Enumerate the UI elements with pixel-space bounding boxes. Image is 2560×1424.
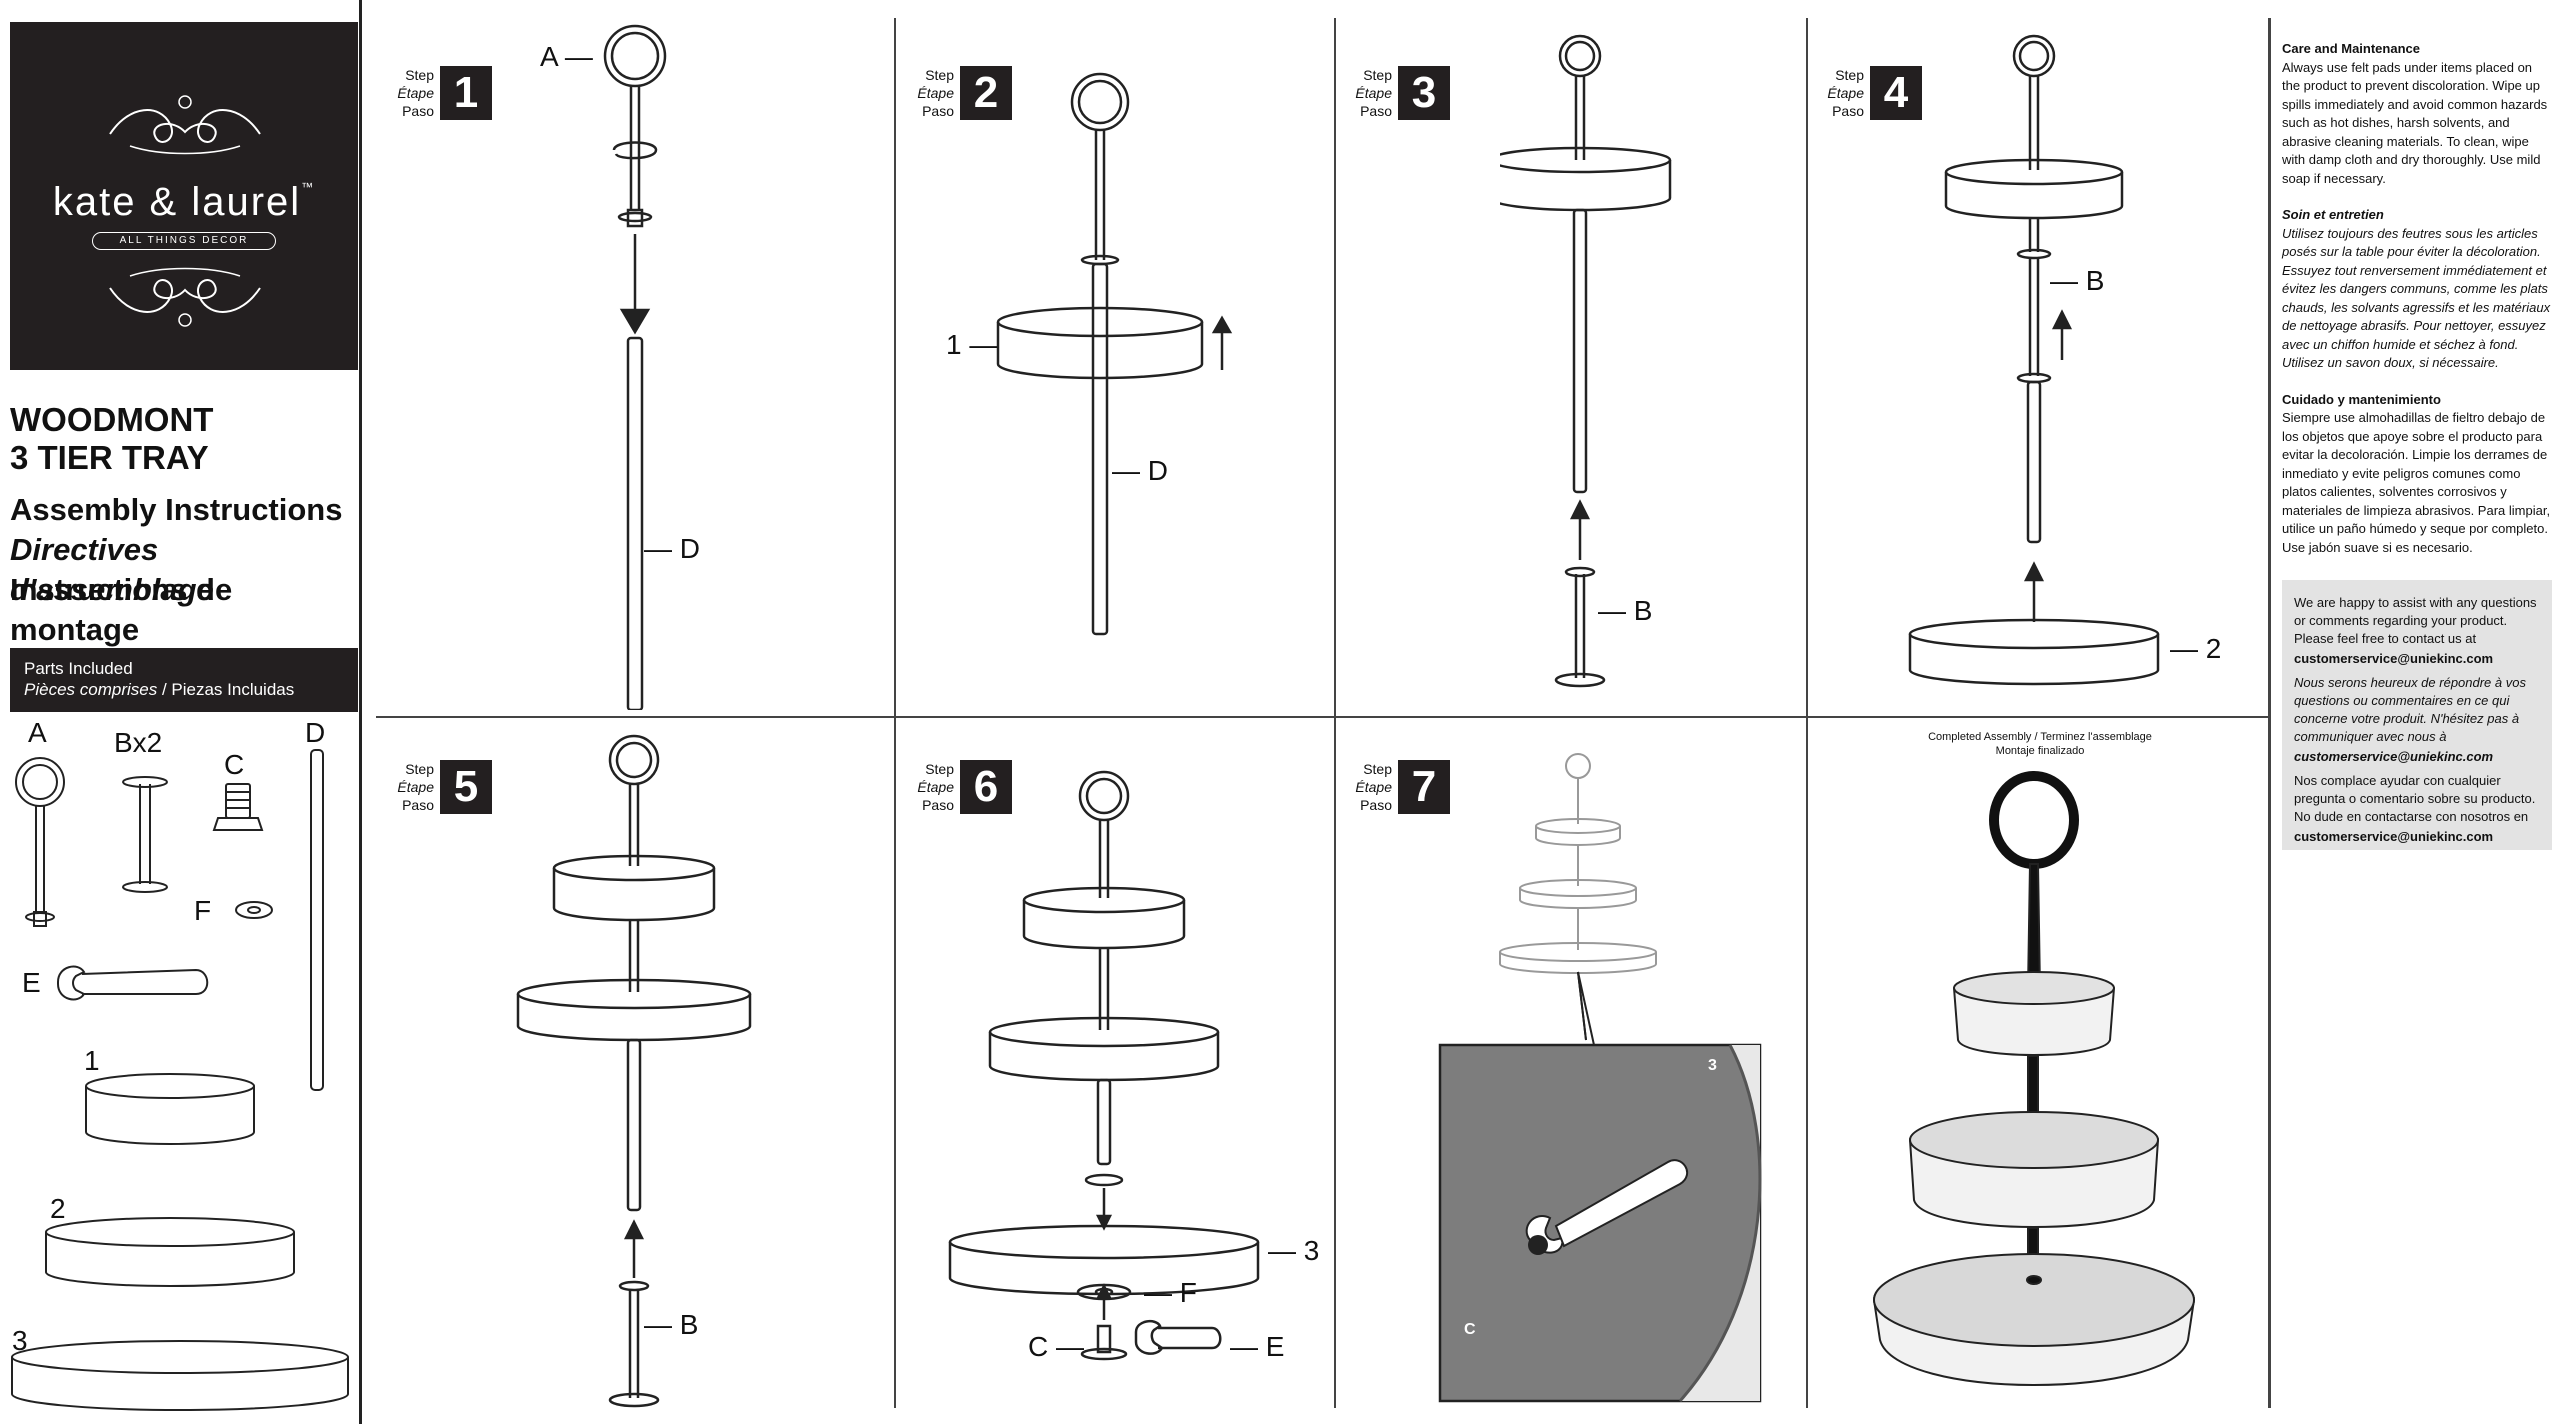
step-4-number: 4 [1870,66,1922,120]
step-6-callout-e: — E [1230,1331,1284,1362]
step-5-diagram: — B [516,734,752,1408]
completed-tray-image [1872,771,2196,1386]
care-text-es: Siempre use almohadillas de fieltro deba… [2282,410,2551,555]
step-2-number: 2 [960,66,1012,120]
part-label-b: Bx2 [114,727,162,758]
step-4-callout-tier-2: — 2 [2170,633,2221,664]
step-7-callout-tier-3: 3 [1708,1057,1717,1074]
divider-col-1 [894,18,896,1408]
flourish-top-icon [109,95,261,155]
brand-tagline: ALL THINGS DECOR [92,232,276,250]
product-title-line2: 3 TIER TRAY [10,439,209,476]
step-6-callout-c: C — [1028,1331,1084,1362]
step-1-diagram: A — — D [540,24,700,710]
step-2-callout-tier-1: 1 — [946,329,997,360]
contact-email-fr[interactable]: customerservice@uniekinc.com [2294,749,2494,764]
part-a-handle-icon [15,757,65,927]
parts-diagram: A Bx2 C D E F 1 2 3 [11,717,349,1411]
care-text-en: Always use felt pads under items placed … [2282,59,2548,186]
contact-text-en: We are happy to assist with any question… [2294,595,2537,646]
care-title-fr: Soin et entretien [2282,207,2384,222]
part-tier-3-icon [11,1340,349,1411]
step-7-callout-c: C [1464,1321,1476,1338]
part-label-d: D [305,717,325,748]
part-c-bolt-icon [212,783,264,831]
parts-included-fr: Pièces comprises [24,680,158,699]
contact-box: We are happy to assist with any question… [2282,580,2552,850]
step-6-callout-tier-3: — 3 [1268,1235,1319,1266]
parts-included-en: Parts Included [24,659,133,678]
part-d-rod-icon [310,749,324,1091]
step-1-callout-d: — D [644,533,700,564]
step-6-callout-f: — F [1144,1277,1197,1308]
step-3-diagram: — B [1500,34,1672,688]
assembly-instructions-en: Assembly Instructions [10,492,343,527]
part-label-tier-3: 3 [12,1325,28,1356]
contact-email-en[interactable]: customerservice@uniekinc.com [2294,651,2494,666]
care-title-en: Care and Maintenance [2282,41,2420,56]
part-f-washer-icon [235,901,273,919]
part-label-e: E [22,967,41,998]
assembly-instructions-es: Instructions de montage [10,572,233,647]
step-7-diagram: 3 C [1438,753,1762,1403]
step-6-number: 6 [960,760,1012,814]
part-label-tier-2: 2 [50,1193,66,1224]
step-3-number: 3 [1398,66,1450,120]
step-1-number: 1 [440,66,492,120]
left-panel: kate & laurel™ ALL THINGS DECOR WOODMONT… [0,0,362,1424]
contact-email-es[interactable]: customerservice@uniekinc.com [2294,829,2494,844]
part-b-connector-icon [122,776,168,893]
contact-text-es: Nos complace ayudar con cualquier pregun… [2294,773,2536,824]
step-4-diagram: — B — 2 [1908,34,2221,686]
part-label-tier-1: 1 [84,1045,100,1076]
part-label-c: C [224,749,244,780]
part-tier-2-icon [45,1217,295,1287]
divider-col-2 [1334,18,1336,1408]
flourish-bottom-icon [109,267,261,327]
part-label-f: F [194,895,211,926]
step-2-diagram: 1 — — D [946,72,1233,636]
step-5-callout-b: — B [644,1309,698,1340]
part-tier-1-icon [85,1073,255,1145]
care-and-maintenance: Care and Maintenance Always use felt pad… [2282,40,2552,575]
contact-text-fr: Nous serons heureux de répondre à vos qu… [2294,675,2526,744]
step-4-callout-b: — B [2050,265,2104,296]
parts-included-bar: Parts Included Pièces comprises / Piezas… [10,648,358,712]
step-2-callout-d: — D [1112,455,1168,486]
part-e-wrench-icon [57,965,209,1001]
parts-included-es: Piezas Incluidas [171,680,295,699]
divider-right-column [2268,18,2271,1408]
care-title-es: Cuidado y mantenimiento [2282,391,2441,407]
completed-line2: Montaje finalizado [1995,745,2085,757]
assembly-instructions-fr: Directives d'assemblage [10,532,214,607]
brand-name: kate & laurel™ [52,180,316,224]
divider-col-3 [1806,18,1808,1408]
step-6-diagram: — 3 — F C — — E [948,770,1319,1362]
care-text-fr: Utilisez toujours des feutres sous les a… [2282,225,2551,371]
step-3-callout-b: — B [1598,595,1652,626]
completed-assembly-caption: Completed Assembly / Terminez l'assembla… [1810,730,2270,758]
step-1-callout-a: A — [540,41,593,72]
step-7-number: 7 [1398,760,1450,814]
part-label-a: A [28,717,47,748]
brand-logo-block: kate & laurel™ ALL THINGS DECOR [10,22,358,370]
product-title-line1: WOODMONT [10,401,214,438]
divider-row [376,716,2268,718]
completed-line1: Completed Assembly / Terminez l'assembla… [1928,731,2152,743]
step-5-number: 5 [440,760,492,814]
